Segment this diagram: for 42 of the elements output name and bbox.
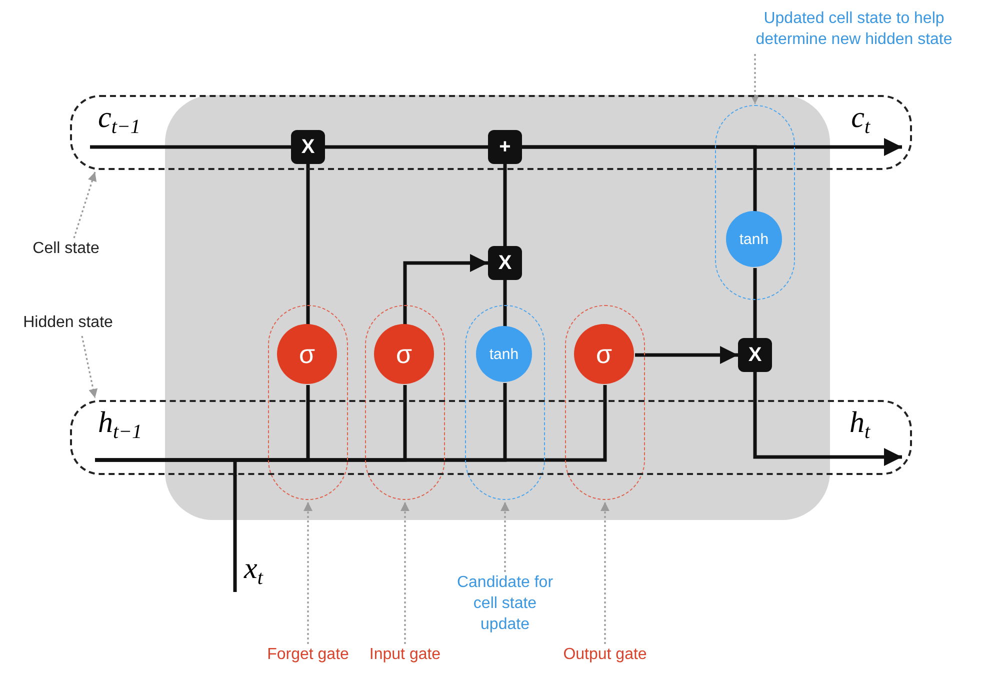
connector-line [753, 268, 757, 338]
gate-label: Candidate for cell state update [448, 572, 562, 638]
gate-label: Forget gate [262, 644, 354, 688]
connector-line [522, 145, 757, 212]
add-operator: + [488, 130, 522, 164]
cell-state-band [70, 95, 912, 170]
dashed-group-outline [465, 305, 545, 500]
connector-arrow [403, 254, 488, 325]
dashed-group-outline [365, 305, 445, 500]
multiply-operator: X [291, 130, 325, 164]
state-symbol: h$_{t−1}$ [98, 406, 142, 445]
connector-line [233, 475, 237, 592]
leader-line [73, 172, 97, 238]
connector-line [503, 164, 507, 246]
state-symbol: c$_{t}$ [851, 101, 870, 140]
multiply-operator: X [738, 338, 772, 372]
state-symbol: h$_{t}$ [849, 406, 870, 445]
annotation-text: Cell state [14, 238, 118, 262]
annotation-text: Hidden state [6, 312, 130, 336]
connector-line [90, 145, 291, 149]
connector-arrow [753, 372, 902, 466]
gate-label: Output gate [559, 644, 651, 688]
multiply-operator: X [488, 246, 522, 280]
dashed-group-outline [565, 305, 645, 500]
leader-line [400, 502, 410, 644]
leader-line [750, 54, 760, 104]
leader-line [304, 502, 312, 644]
input-symbol: x$_{t}$ [244, 552, 263, 591]
connector-line [95, 385, 607, 462]
connector-line [325, 145, 488, 149]
hidden-state-band [70, 400, 912, 475]
connector-line [503, 280, 507, 327]
leader-line [500, 502, 510, 572]
dashed-group-outline [715, 105, 795, 300]
state-symbol: c$_{t−1}$ [98, 101, 140, 140]
gate-label: Input gate [359, 644, 451, 688]
annotation-text: Updated cell state to help determine new hidden state [730, 8, 978, 54]
connector-line [306, 164, 310, 325]
dashed-group-outline [268, 305, 348, 500]
leader-line [81, 336, 98, 398]
connector-arrow [635, 346, 738, 364]
leader-line [600, 502, 610, 644]
